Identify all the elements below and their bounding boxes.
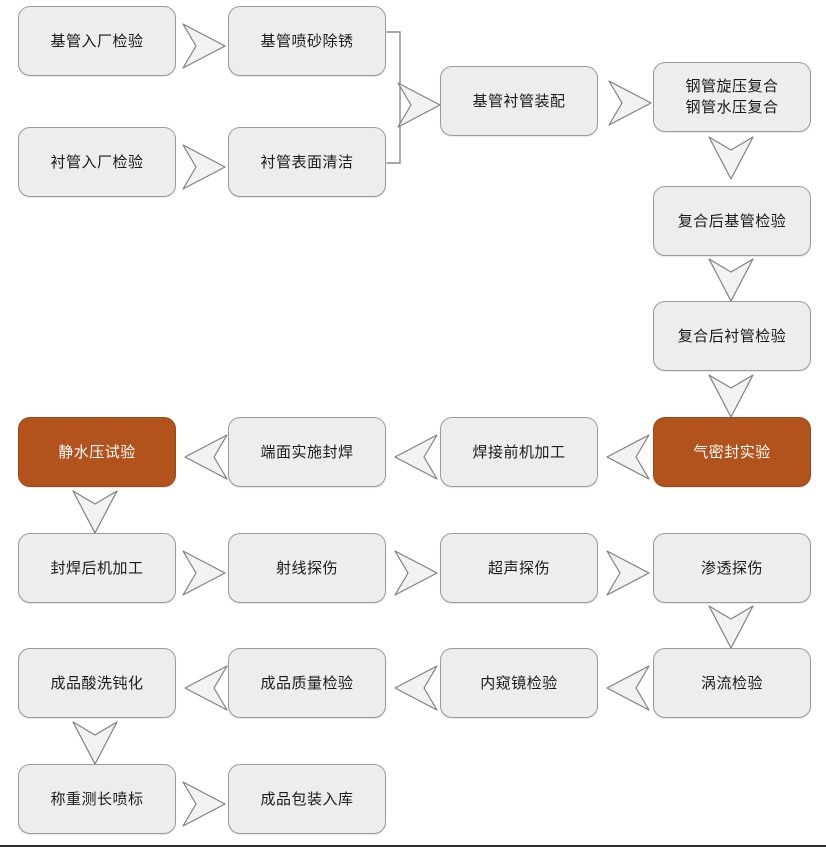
flow-arrow-right bbox=[394, 550, 438, 596]
flow-arrow-right bbox=[182, 144, 226, 190]
flow-arrow-down bbox=[708, 374, 754, 418]
process-node-n19[interactable]: 成品质量检验 bbox=[228, 648, 386, 718]
flow-arrow-left bbox=[606, 665, 650, 711]
process-node-n20[interactable]: 成品酸洗钝化 bbox=[18, 648, 176, 718]
flow-arrow-right bbox=[608, 80, 652, 126]
process-node-n02[interactable]: 基管喷砂除锈 bbox=[228, 6, 386, 76]
process-node-n17[interactable]: 涡流检验 bbox=[653, 648, 811, 718]
process-node-label: 射线探伤 bbox=[275, 559, 338, 577]
process-node-label: 封焊后机加工 bbox=[50, 559, 144, 577]
flow-arrow-right bbox=[182, 550, 226, 596]
process-node-n13[interactable]: 封焊后机加工 bbox=[18, 533, 176, 603]
flow-arrow-right bbox=[397, 82, 441, 128]
process-node-label: 成品酸洗钝化 bbox=[50, 674, 144, 692]
process-node-label: 渗透探伤 bbox=[700, 559, 763, 577]
flow-arrow-right bbox=[182, 23, 226, 69]
flow-arrow-down bbox=[708, 258, 754, 302]
flow-arrow-left bbox=[606, 434, 650, 480]
process-node-n18[interactable]: 内窥镜检验 bbox=[440, 648, 598, 718]
process-node-n11[interactable]: 端面实施封焊 bbox=[228, 417, 386, 487]
flow-arrow-down bbox=[708, 136, 754, 180]
process-node-label: 称重测长喷标 bbox=[50, 790, 144, 808]
process-node-label: 基管喷砂除锈 bbox=[260, 32, 354, 50]
process-node-label: 基管衬管装配 bbox=[472, 92, 566, 110]
process-node-label: 钢管旋压复合 bbox=[685, 78, 779, 95]
process-node-label: 复合后基管检验 bbox=[677, 212, 787, 230]
flow-arrow-down bbox=[708, 605, 754, 649]
process-node-label: 复合后衬管检验 bbox=[677, 327, 787, 345]
process-node-label: 气密封实验 bbox=[693, 443, 771, 461]
flow-arrow-down bbox=[72, 490, 118, 534]
process-node-label: 端面实施封焊 bbox=[260, 443, 354, 461]
process-node-label: 涡流检验 bbox=[700, 674, 763, 692]
process-node-n05[interactable]: 基管衬管装配 bbox=[440, 66, 598, 136]
process-node-label: 超声探伤 bbox=[487, 559, 550, 577]
process-node-n21[interactable]: 称重测长喷标 bbox=[18, 764, 176, 834]
process-node-label: 基管入厂检验 bbox=[50, 32, 144, 50]
process-node-n09[interactable]: 气密封实验 bbox=[653, 417, 811, 487]
process-node-label: 衬管入厂检验 bbox=[50, 153, 144, 171]
flow-arrow-left bbox=[394, 434, 438, 480]
process-node-label: 钢管水压复合 bbox=[685, 99, 779, 116]
process-node-label: 焊接前机加工 bbox=[472, 443, 566, 461]
process-node-label: 内窥镜检验 bbox=[480, 674, 558, 692]
process-node-n04[interactable]: 衬管表面清洁 bbox=[228, 127, 386, 197]
process-node-label: 静水压试验 bbox=[58, 443, 136, 461]
merge-bracket bbox=[386, 31, 402, 165]
process-node-n22[interactable]: 成品包装入库 bbox=[228, 764, 386, 834]
flow-arrow-left bbox=[394, 665, 438, 711]
process-node-n14[interactable]: 射线探伤 bbox=[228, 533, 386, 603]
process-node-n08[interactable]: 复合后衬管检验 bbox=[653, 301, 811, 371]
process-node-n01[interactable]: 基管入厂检验 bbox=[18, 6, 176, 76]
process-node-n06[interactable]: 钢管旋压复合钢管水压复合 bbox=[653, 62, 811, 132]
flow-arrow-down bbox=[72, 721, 118, 765]
flow-arrow-right bbox=[606, 550, 650, 596]
process-node-label: 衬管表面清洁 bbox=[260, 153, 354, 171]
process-node-n15[interactable]: 超声探伤 bbox=[440, 533, 598, 603]
process-node-n12[interactable]: 静水压试验 bbox=[18, 417, 176, 487]
flow-arrow-left bbox=[184, 665, 228, 711]
bottom-rule bbox=[0, 845, 826, 847]
process-node-label: 成品质量检验 bbox=[260, 674, 354, 692]
process-node-n10[interactable]: 焊接前机加工 bbox=[440, 417, 598, 487]
flow-arrow-right bbox=[182, 781, 226, 827]
process-node-n03[interactable]: 衬管入厂检验 bbox=[18, 127, 176, 197]
process-node-n16[interactable]: 渗透探伤 bbox=[653, 533, 811, 603]
process-node-label: 成品包装入库 bbox=[260, 790, 354, 808]
flow-arrow-left bbox=[184, 434, 228, 480]
process-node-n07[interactable]: 复合后基管检验 bbox=[653, 186, 811, 256]
